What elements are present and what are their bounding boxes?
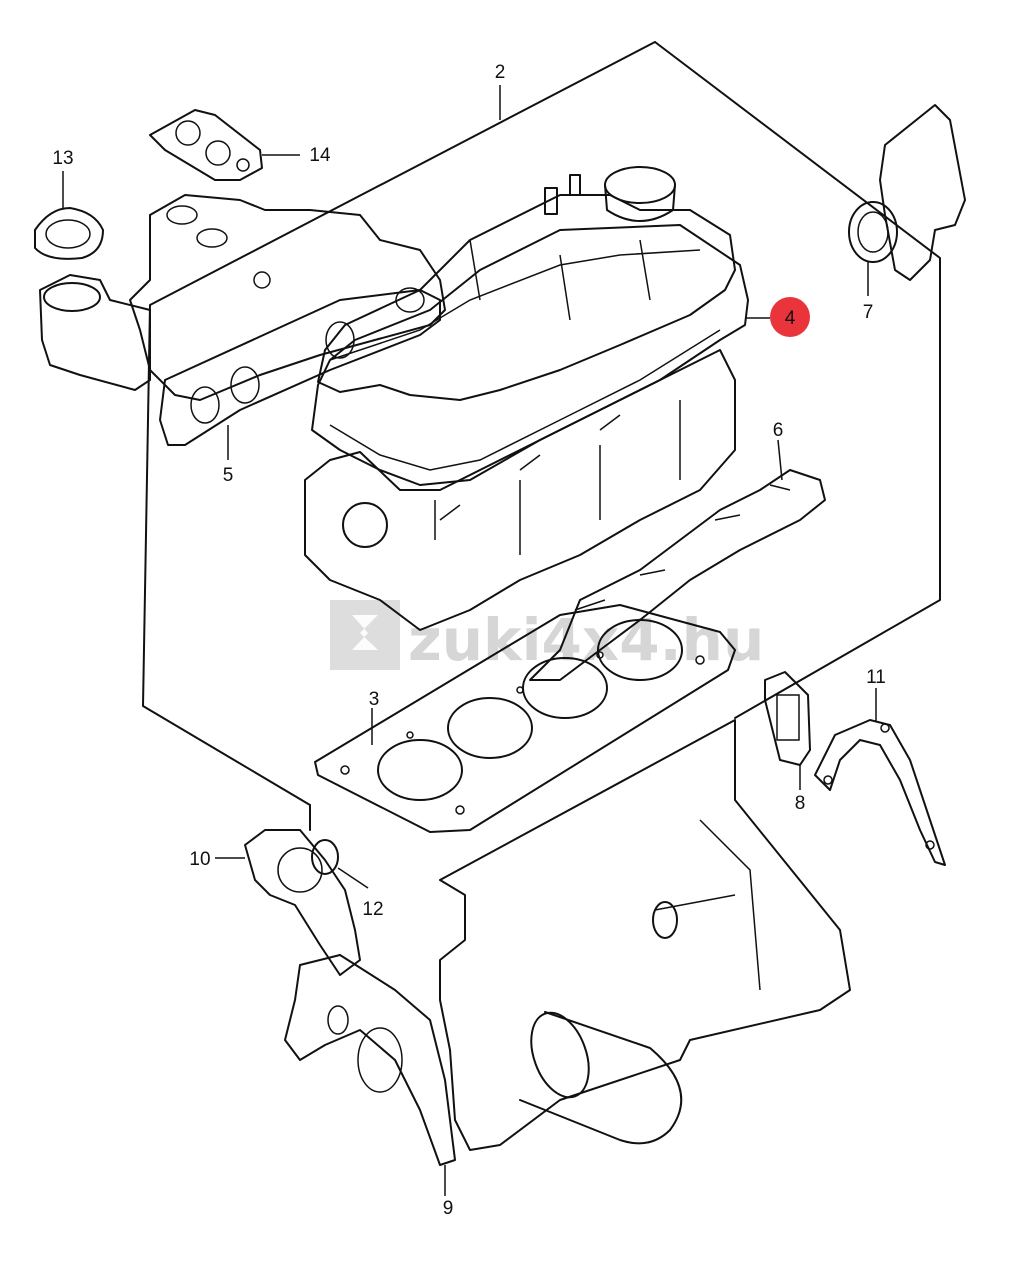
exhaust-manifold-gasket[interactable]: [159, 287, 441, 446]
oil-pump-gasket[interactable]: [284, 954, 456, 1166]
o-ring-12[interactable]: [311, 839, 339, 875]
part-label-8[interactable]: 8: [795, 793, 806, 814]
selected-part-marker[interactable]: [770, 297, 810, 337]
valve-cover[interactable]: [317, 166, 736, 401]
exhaust-gasket-6[interactable]: [529, 469, 826, 681]
part-labels: 2 3 4 5 6 7 8 9 10 11 12 13 14: [52, 62, 885, 1219]
watermark: zuki4x4.hu: [330, 600, 764, 674]
part-label-5[interactable]: 5: [223, 465, 234, 486]
part-label-12[interactable]: 12: [362, 899, 383, 920]
part-label-10[interactable]: 10: [189, 849, 210, 870]
cylinder-head: [304, 349, 736, 631]
part-label-2[interactable]: 2: [495, 62, 506, 83]
timing-cover-gasket[interactable]: [244, 829, 361, 976]
leader-lines: [62, 85, 877, 1196]
part-label-14[interactable]: 14: [309, 145, 331, 166]
intake-manifold: [39, 194, 446, 401]
part-label-4[interactable]: 4: [785, 308, 796, 329]
thermostat-gasket[interactable]: [34, 207, 104, 260]
water-pump-gasket-8[interactable]: [764, 671, 811, 766]
throttle-body-gasket[interactable]: [149, 109, 263, 181]
kit-box-outline: [654, 41, 941, 719]
valve-cover-gasket[interactable]: [311, 224, 749, 486]
part-label-11[interactable]: 11: [866, 667, 886, 688]
watermark-text: zuki4x4.hu: [408, 606, 764, 674]
part-label-13[interactable]: 13: [52, 148, 73, 169]
part-label-9[interactable]: 9: [443, 1198, 454, 1219]
part-label-6[interactable]: 6: [773, 420, 784, 441]
engine-block: [439, 719, 851, 1151]
oil-seal-housing-gasket[interactable]: [814, 719, 946, 866]
kit-box-left: [142, 41, 656, 806]
distributor-oring[interactable]: [848, 104, 966, 281]
head-gasket[interactable]: [314, 604, 736, 833]
part-label-3[interactable]: 3: [369, 689, 380, 710]
part-label-7[interactable]: 7: [863, 302, 874, 323]
